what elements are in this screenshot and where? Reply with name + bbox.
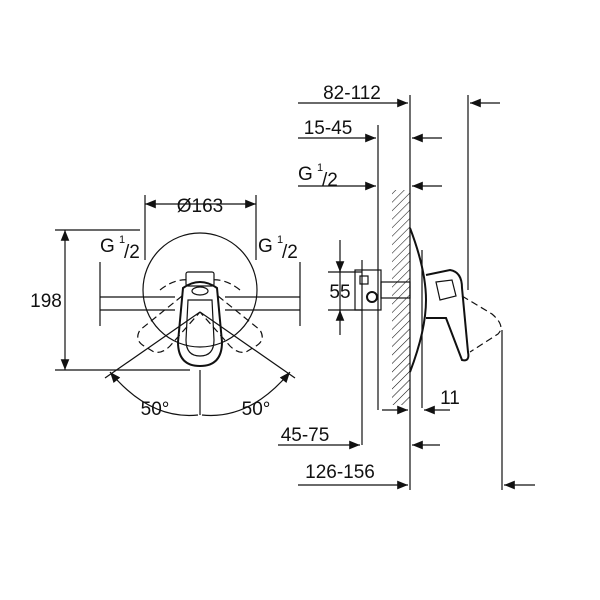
valve-body [354,269,411,311]
offset-label: 55 [329,282,350,303]
thread-side-sup: 1 [317,162,323,174]
handle-side-rotation [461,295,502,353]
height-dimension: 198 [30,229,190,371]
cover-plate-circle [142,232,258,348]
thread-left-sup: 1 [119,234,125,246]
angle-left-label: 50° [141,399,170,420]
thread-side-sub: /2 [322,170,338,191]
plate-label: 11 [440,388,460,409]
angle-right-label: 50° [242,399,271,420]
handle-front [176,271,224,368]
offset-dimension: 55 [328,240,362,335]
height-label: 198 [30,291,62,312]
side-view: 82-112 15-45 G 1 /2 55 [278,83,535,490]
thread-side-base: G [298,164,313,185]
thread-right: G 1 /2 [225,234,301,326]
handle-side [425,268,470,362]
thread-side: G 1 /2 [298,162,442,191]
angle-dimensions: 50° 50° [104,311,296,420]
total-label: 126-156 [305,462,375,483]
cover-dimension: 15-45 [298,118,442,143]
thread-right-sup: 1 [277,234,283,246]
total-dimension: 126-156 [298,462,535,490]
cover-label: 15-45 [304,118,353,139]
thread-left-base: G [100,236,115,257]
diameter-label: Ø163 [177,196,223,217]
thread-right-base: G [258,236,273,257]
thread-left: G 1 /2 [99,234,175,326]
handle-rotation-positions [137,279,263,353]
thread-right-sub: /2 [282,242,298,263]
body-dimension: 45-75 [278,425,440,450]
plate-dimension: 11 [382,388,460,415]
diameter-dimension: Ø163 [144,195,257,260]
cover-plate-profile [409,227,428,373]
front-view: Ø163 198 G 1 /2 G 1 /2 [30,195,301,420]
depth-label: 82-112 [323,83,381,104]
body-label: 45-75 [281,425,330,446]
thread-left-sub: /2 [124,242,140,263]
depth-dimension: 82-112 [298,83,500,108]
